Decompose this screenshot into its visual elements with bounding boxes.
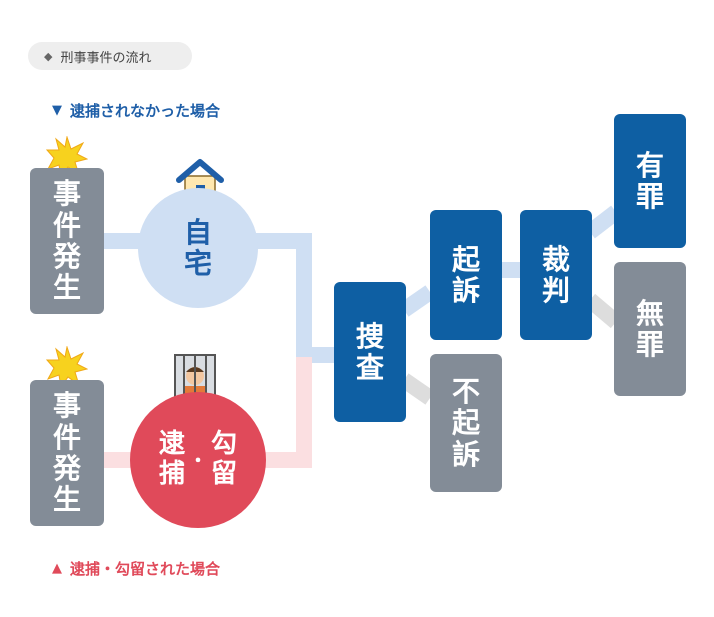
connector-guilty [585, 205, 621, 239]
triangle-down-icon: ▼ [52, 103, 62, 118]
note-not-arrested-label: 逮捕されなかった場合 [70, 102, 221, 120]
trial-box: 裁 判 [520, 210, 592, 340]
diamond-icon: ◆ [44, 49, 53, 63]
triangle-up-icon: ▲ [52, 561, 62, 576]
no-indict-box: 不 起 訴 [430, 354, 502, 492]
connector-indict [399, 285, 435, 317]
guilty-box: 有 罪 [614, 114, 686, 248]
indict-box: 起 訴 [430, 210, 502, 340]
investigation-box: 捜 査 [334, 282, 406, 422]
pill-label: 刑事事件の流れ [60, 50, 152, 66]
home-circle: 自 宅 [138, 188, 258, 308]
section-pill: ◆ 刑事事件の流れ [28, 42, 192, 70]
innocent-box: 無 罪 [614, 262, 686, 396]
note-arrested: ▲ 逮捕・勾留された場合 [52, 558, 220, 579]
note-arrested-label: 逮捕・勾留された場合 [70, 560, 221, 578]
connector-innocent [584, 293, 622, 329]
event-box-bottom: 事 件 発 生 [30, 380, 104, 526]
note-not-arrested: ▼ 逮捕されなかった場合 [52, 100, 220, 121]
event-box-top: 事 件 発 生 [30, 168, 104, 314]
arrest-circle: 逮 捕 ・ 勾 留 [130, 392, 266, 528]
connector-no-indict [399, 373, 435, 405]
